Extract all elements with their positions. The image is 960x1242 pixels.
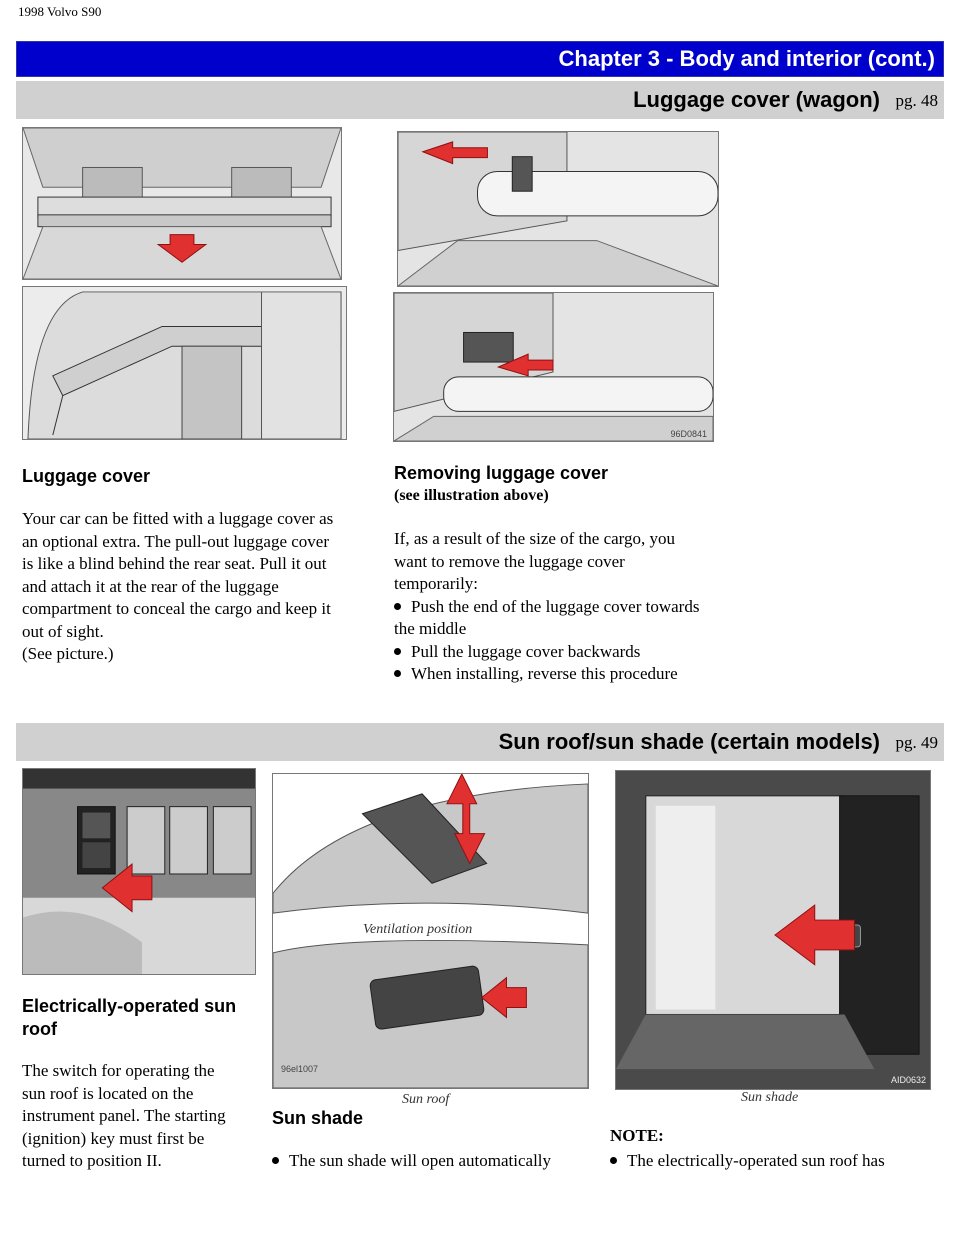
luggage-cover-body: Your car can be fitted with a luggage co… (22, 508, 382, 666)
removing-cover-heading: Removing luggage cover (394, 463, 609, 483)
document-label: 1998 Volvo S90 (18, 4, 102, 19)
bullet-item: Push the end of the luggage cover toward… (380, 596, 754, 619)
note-label: NOTE: (610, 1126, 664, 1145)
luggage-cover-figure-top (22, 127, 342, 280)
sunroof-switch-figure (22, 768, 256, 975)
heading-line: Electrically-operated sun (22, 996, 237, 1016)
body-line: The switch for operating the (22, 1061, 215, 1080)
body-line: (ignition) key must first be (22, 1128, 205, 1148)
chapter-title: Chapter 3 - Body and interior (cont.) (558, 46, 935, 71)
bullet-icon (610, 1157, 617, 1164)
bullet-icon (394, 647, 401, 655)
section-header-luggage: Luggage cover (wagon) pg. 48 (16, 81, 944, 119)
figure-caption: Sun shade (741, 1090, 799, 1105)
luggage-cover-heading: Luggage cover (22, 466, 151, 486)
heading-line: roof (22, 1019, 57, 1039)
note-body: The electrically-operated sun roof has (610, 1150, 940, 1173)
bullet-item: Pull the luggage cover backwards (380, 641, 754, 664)
chapter-header: Chapter 3 - Body and interior (cont.) (16, 41, 944, 77)
figure-caption: Sun roof (402, 1092, 450, 1107)
sunshade-figure: AID0632 (615, 770, 931, 1090)
bullet-text: Pull the luggage cover backwards (411, 641, 641, 661)
sunshade-body: The sun shade will open automatically (272, 1150, 602, 1173)
figure-code: AID0632 (890, 1075, 926, 1085)
removing-cover-figure-bottom: 96D0841 (393, 292, 714, 442)
figure-code: 96D0841 (670, 429, 707, 439)
luggage-cover-figure-bottom (22, 286, 347, 440)
body-line: is like a blind behind the rear seat. Pu… (22, 554, 327, 573)
body-line: sun roof is located on the (22, 1083, 194, 1103)
body-line: turned to position II. (22, 1151, 162, 1170)
removing-cover-body: If, as a result of the size of the cargo… (394, 528, 754, 686)
bullet-text: When installing, reverse this procedure (411, 664, 678, 683)
electric-sunroof-body: The switch for operating the sun roof is… (22, 1060, 262, 1173)
body-line: instrument panel. The starting (22, 1106, 226, 1125)
figure-code: 96el1007 (281, 1064, 319, 1074)
body-line: out of sight. (22, 621, 104, 641)
page-reference: pg. 48 (895, 91, 939, 110)
body-line: want to remove the luggage cover (394, 551, 625, 571)
removing-cover-subheading: (see illustration above) (394, 487, 549, 504)
bullet-text: Push the end of the luggage cover toward… (411, 596, 700, 616)
sunshade-heading: Sun shade (272, 1108, 364, 1128)
sunroof-positions-figure: Ventilation position 96el1007 (272, 773, 589, 1089)
section-title: Luggage cover (wagon) (633, 87, 880, 112)
removing-cover-figure-top (397, 131, 719, 287)
bullet-text: The sun shade will open automatically (289, 1151, 552, 1170)
bullet-icon (394, 670, 401, 677)
bullet-icon (272, 1157, 279, 1164)
body-line: If, as a result of the size of the cargo… (394, 529, 676, 548)
body-line: and attach it at the rear of the luggage (22, 576, 279, 596)
section-header-sunroof: Sun roof/sun shade (certain models) pg. … (16, 723, 944, 761)
bullet-icon (394, 602, 401, 610)
body-line: compartment to conceal the cargo and kee… (22, 599, 331, 618)
bullet-item: The sun shade will open automatically (258, 1150, 602, 1173)
body-line: Your car can be fitted with a luggage co… (22, 509, 334, 528)
electric-sunroof-heading: Electrically-operated sun roof (22, 995, 257, 1041)
body-line: temporarily: (394, 574, 479, 593)
figure-caption: Ventilation position (363, 922, 473, 937)
section-title: Sun roof/sun shade (certain models) (498, 729, 880, 754)
bullet-item: The electrically-operated sun roof has (596, 1150, 940, 1173)
bullet-text: The electrically-operated sun roof has (627, 1151, 885, 1170)
bullet-item: When installing, reverse this procedure (380, 663, 754, 686)
body-line: an optional extra. The pull-out luggage … (22, 531, 330, 551)
body-line: (See picture.) (22, 644, 114, 663)
page-reference: pg. 49 (895, 733, 939, 752)
body-line: the middle (394, 619, 467, 638)
